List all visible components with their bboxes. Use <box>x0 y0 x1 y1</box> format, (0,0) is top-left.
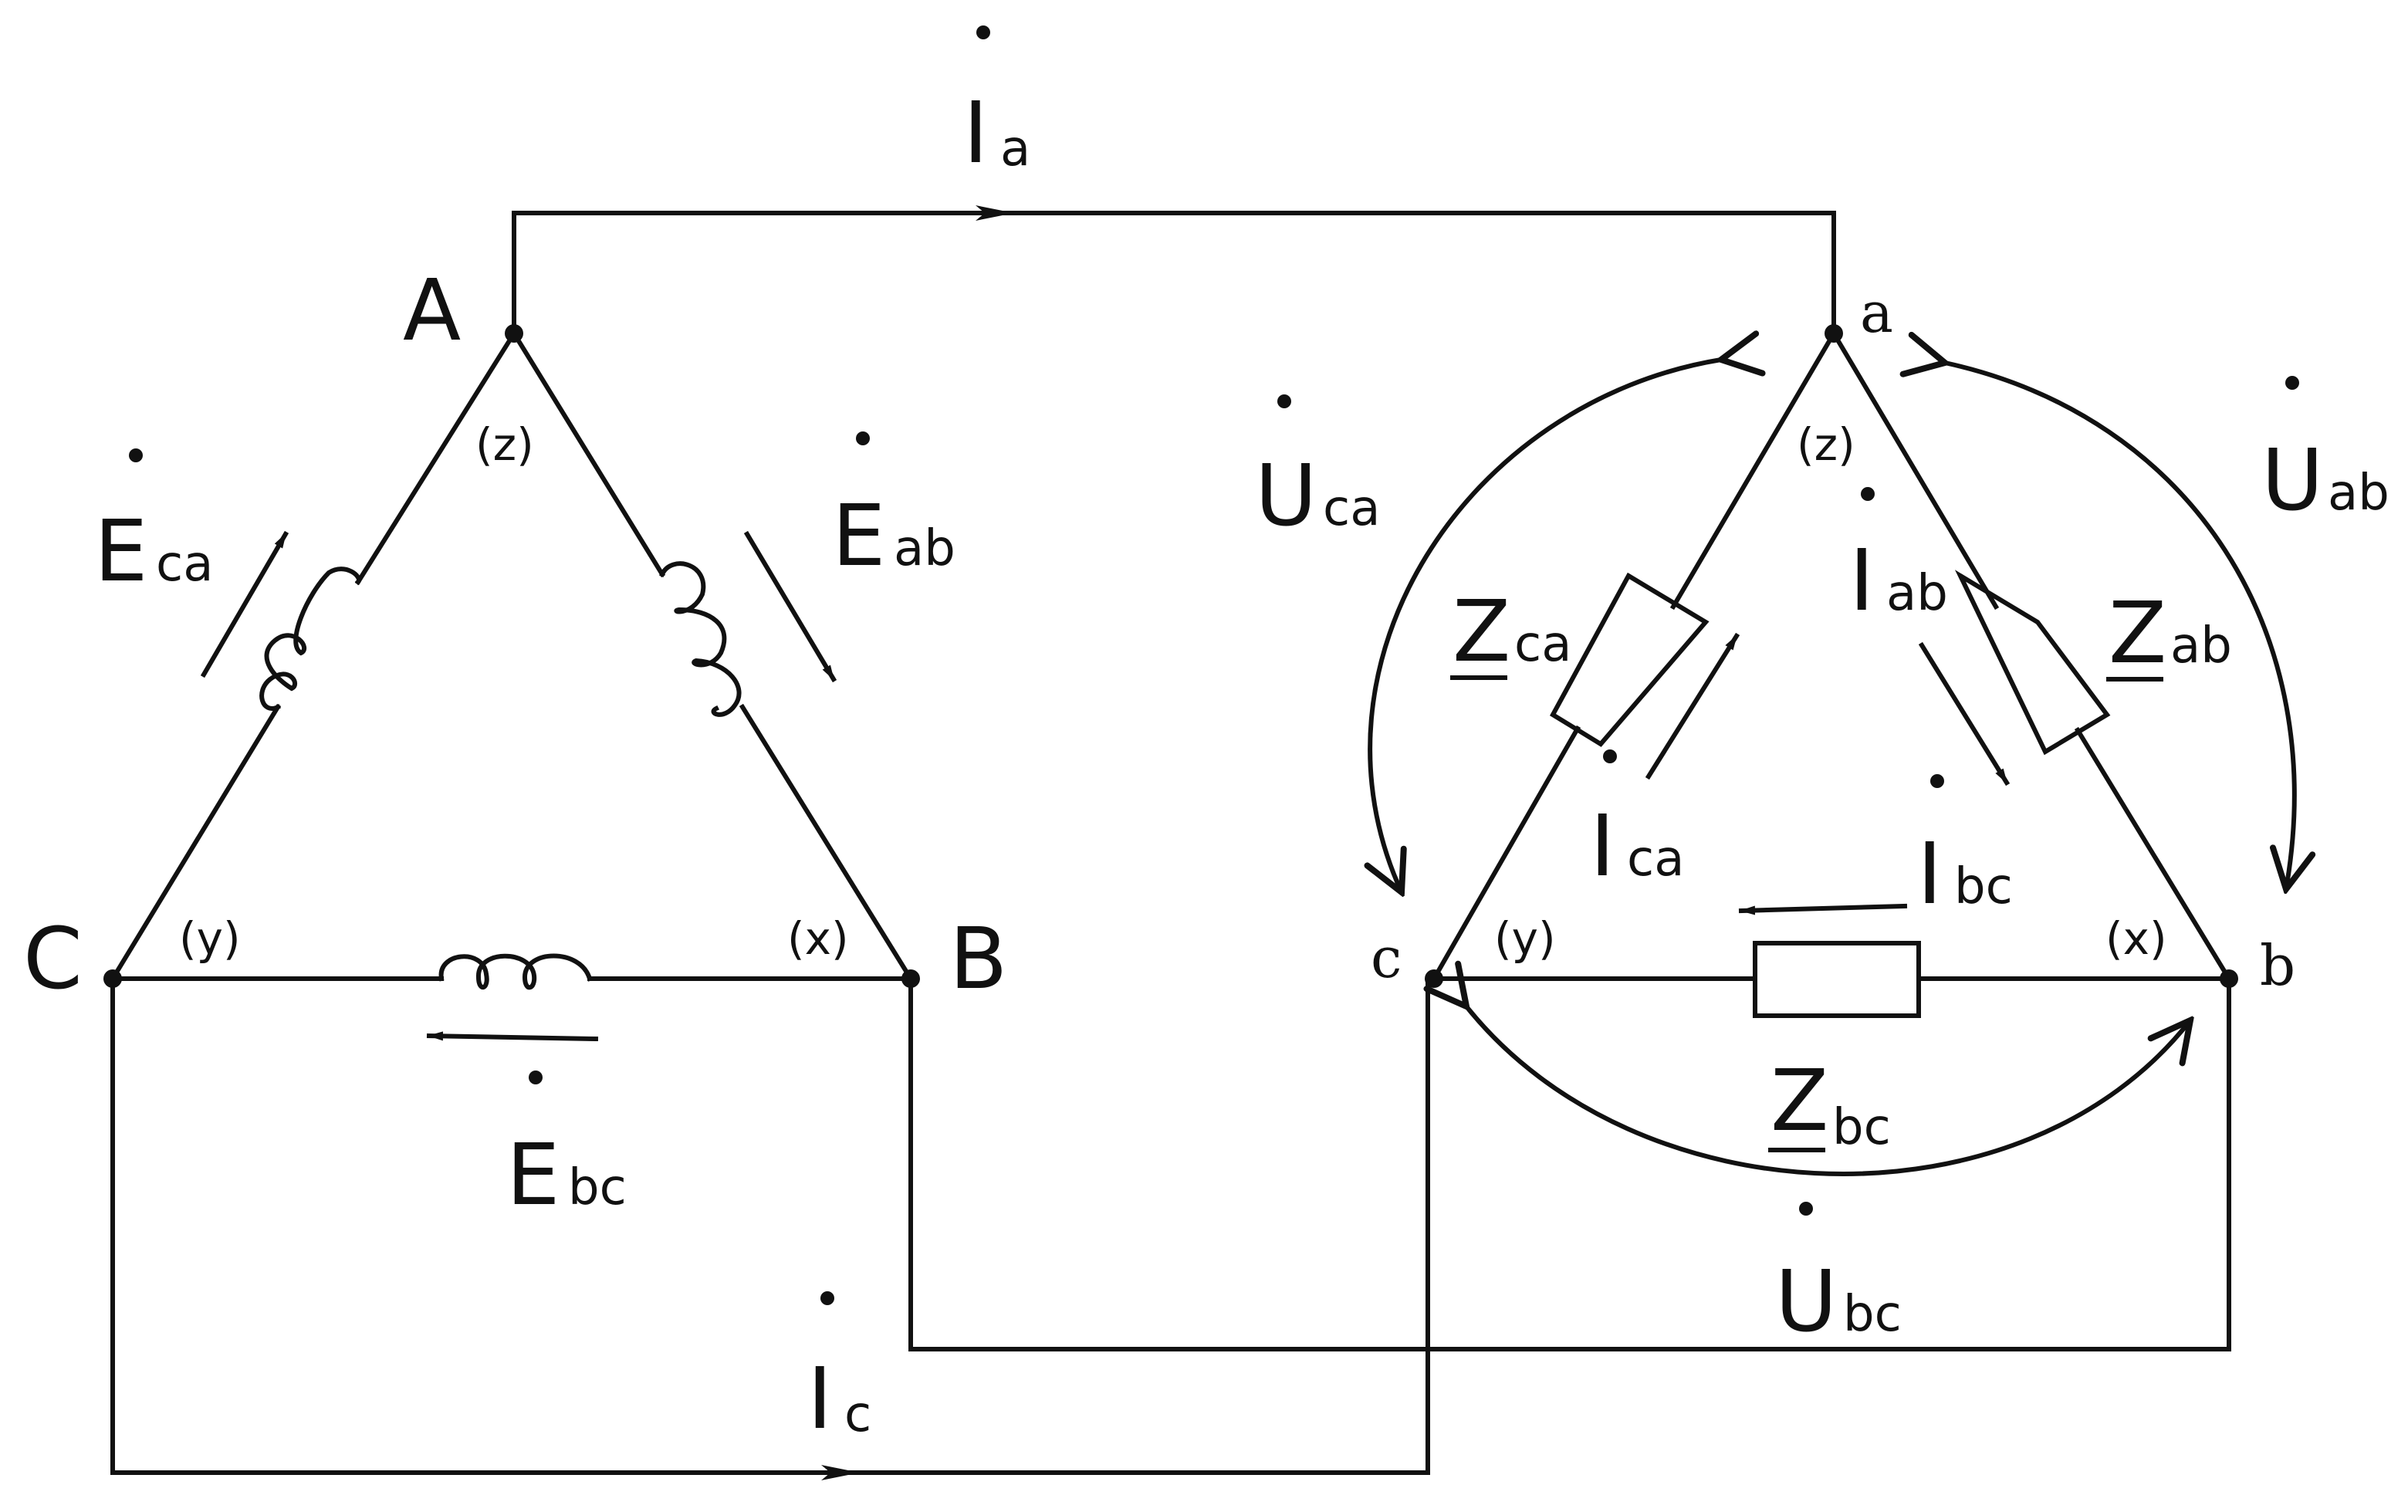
line-b <box>908 976 2231 1351</box>
dot-accent <box>820 1291 834 1305</box>
dot-accent <box>1277 394 1291 408</box>
load-delta <box>1370 324 2295 1176</box>
current-a-main: I <box>963 83 988 182</box>
line-conductors <box>110 205 2231 1480</box>
current-c-main: I <box>807 1349 832 1448</box>
label-I-a: I a <box>963 25 1030 182</box>
voltage-bc-main: U <box>1775 1252 1838 1351</box>
voltage-bc-sub: bc <box>1843 1286 1902 1343</box>
emf-bc-sub: bc <box>568 1159 627 1216</box>
line-a <box>512 211 1836 336</box>
dot-accent <box>1861 487 1875 501</box>
emf-bc-main: E <box>506 1125 560 1224</box>
labels: A B C (z) (x) (y) a b c (z) (x) (y) E ca… <box>23 25 2389 1448</box>
voltage-bc-arc <box>1466 1006 2190 1176</box>
impedance-bc-main: Z <box>1770 1051 1828 1150</box>
voltage-ca-arc <box>1370 360 1721 892</box>
impedance-ab-sub: ab <box>2170 617 2232 675</box>
label-I-ab: I ab <box>1849 487 1948 630</box>
current-ab-sub: ab <box>1886 565 1948 622</box>
current-ab-arrow <box>1918 641 2011 786</box>
voltage-ab-main: U <box>2261 431 2324 529</box>
node-label-c: c <box>1371 925 1402 990</box>
impedance-ab-box <box>1954 570 2111 756</box>
current-ca-main: I <box>1590 797 1615 895</box>
label-Z-ca: Z ca <box>1450 582 1571 681</box>
dot-accent <box>1603 749 1617 763</box>
impedance-ca-main: Z <box>1453 582 1510 681</box>
impedance-ca-sub: ca <box>1514 616 1571 673</box>
label-I-ca: I ca <box>1590 749 1684 895</box>
label-I-c: I c <box>807 1291 871 1448</box>
node-label-A: A <box>403 261 461 360</box>
emf-ab-main: E <box>832 486 886 585</box>
dot-accent <box>1930 774 1944 788</box>
voltage-ab-arc <box>1945 363 2295 889</box>
label-Z-ab: Z ab <box>2106 583 2232 682</box>
voltage-ca-main: U <box>1255 446 1317 545</box>
current-ca-sub: ca <box>1627 830 1684 888</box>
node-label-a: a <box>1860 280 1893 345</box>
winding-ab-wire <box>510 330 666 578</box>
current-bc-arrow <box>1738 903 1908 915</box>
current-bc-sub: bc <box>1954 858 2013 915</box>
current-bc-main: I <box>1917 824 1942 923</box>
emf-ca-main: E <box>94 502 148 600</box>
current-ca-arrow <box>1645 632 1740 780</box>
dot-accent <box>856 431 870 445</box>
node-label-b: b <box>2260 933 2295 998</box>
winding-bc-coil <box>438 953 593 990</box>
winding-ab-wire-2 <box>739 703 915 983</box>
winding-ca-wire-2 <box>354 330 518 586</box>
dot-accent <box>976 25 990 39</box>
emf-bc-arrow <box>426 1031 599 1042</box>
label-E-bc: E bc <box>506 1071 627 1224</box>
terminal-source-y: (y) <box>179 912 241 965</box>
winding-ca-wire <box>109 703 282 983</box>
node-label-B: B <box>949 909 1007 1008</box>
impedance-bc-sub: bc <box>1832 1099 1891 1156</box>
node-c-dot <box>1425 969 1443 988</box>
label-I-bc: I bc <box>1917 774 2013 923</box>
label-U-ab: U ab <box>2261 376 2389 529</box>
label-U-ca: U ca <box>1255 394 1380 545</box>
current-a-sub: a <box>1000 120 1030 178</box>
winding-ca-coil <box>259 567 362 711</box>
line-c <box>110 976 1430 1475</box>
impedance-ab-main: Z <box>2109 583 2166 682</box>
emf-ab-sub: ab <box>894 520 955 577</box>
terminal-load-z: (z) <box>1797 418 1855 471</box>
terminal-load-x: (x) <box>2105 912 2167 965</box>
dot-accent <box>529 1071 543 1084</box>
label-U-bc: U bc <box>1775 1202 1902 1351</box>
emf-ca-arrow <box>200 530 289 678</box>
dot-accent <box>2285 376 2299 390</box>
terminal-source-x: (x) <box>787 912 849 965</box>
dot-accent <box>1799 1202 1813 1216</box>
node-b-dot <box>2220 969 2238 988</box>
impedance-bc-box <box>1753 941 1921 1018</box>
voltage-ca-sub: ca <box>1323 480 1380 537</box>
emf-ab-arrow <box>743 530 837 683</box>
node-a-dot <box>1825 324 1843 343</box>
label-E-ab: E ab <box>832 431 955 585</box>
node-label-C: C <box>23 909 83 1008</box>
label-Z-bc: Z bc <box>1768 1051 1891 1156</box>
current-c-sub: c <box>844 1386 871 1443</box>
emf-ca-sub: ca <box>156 536 213 593</box>
terminal-load-y: (y) <box>1494 912 1556 965</box>
dot-accent <box>129 448 143 462</box>
current-ab-main: I <box>1849 531 1874 630</box>
terminal-source-z: (z) <box>475 418 534 471</box>
winding-ab-coil <box>659 561 742 717</box>
voltage-ab-sub: ab <box>2328 465 2389 522</box>
label-E-ca: E ca <box>94 448 213 600</box>
